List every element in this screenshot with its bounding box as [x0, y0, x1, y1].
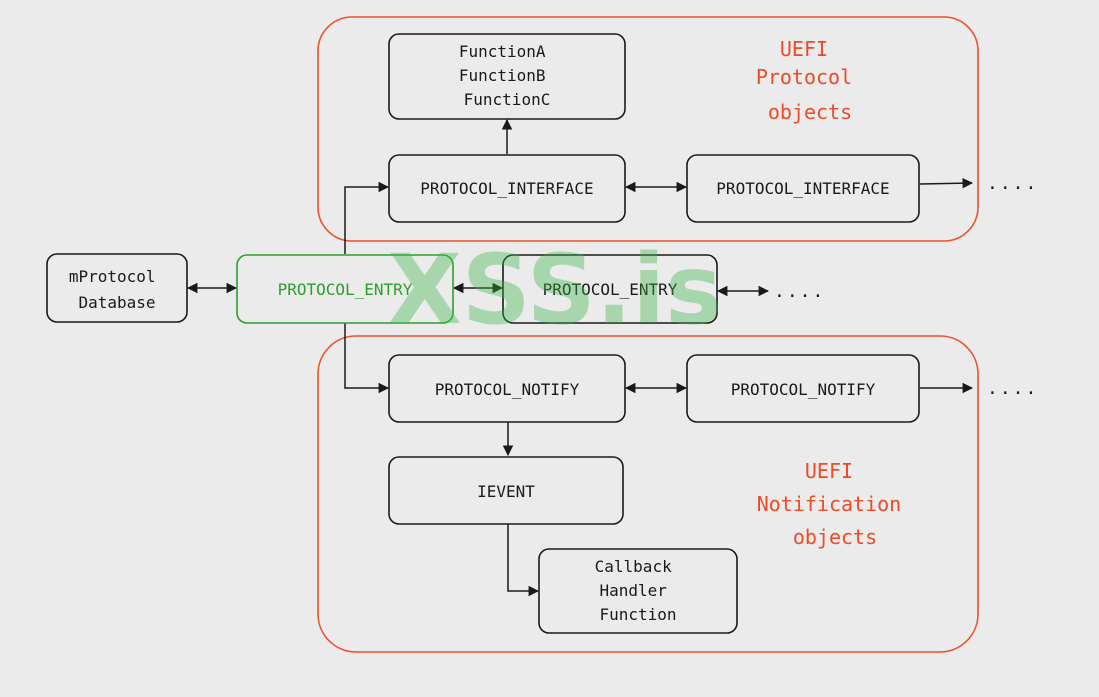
- node-protocol-notify-1-label: PROTOCOL_NOTIFY: [435, 380, 580, 399]
- node-ievent-label: IEVENT: [477, 482, 535, 501]
- node-protocol-interface-1-label: PROTOCOL_INTERFACE: [420, 179, 593, 198]
- node-protocol-interface-1: PROTOCOL_INTERFACE: [388, 154, 626, 223]
- node-protocol-notify-1: PROTOCOL_NOTIFY: [388, 354, 626, 423]
- node-protocol-entry-secondary-label: PROTOCOL_ENTRY: [543, 280, 678, 299]
- continuation-interface: ....: [987, 173, 1038, 194]
- edge-interface-continuation: [919, 177, 974, 189]
- continuation-notify: ....: [987, 378, 1038, 399]
- node-protocol-notify-2: PROTOCOL_NOTIFY: [686, 354, 920, 423]
- group-protocol-objects: UEFI Protocol objects: [317, 16, 979, 242]
- node-protocol-database-label: mProtocol Database: [69, 267, 165, 312]
- node-protocol-database: mProtocol Database: [46, 253, 188, 323]
- node-callback-handler: Callback Handler Function: [538, 548, 738, 634]
- node-protocol-interface-2: PROTOCOL_INTERFACE: [686, 154, 920, 223]
- node-protocol-entry-secondary: PROTOCOL_ENTRY: [502, 254, 718, 324]
- group-notification-objects: UEFI Notification objects: [317, 335, 979, 653]
- edge-entry-notify: [344, 323, 390, 394]
- group-notification-objects-label: UEFI Notification objects: [757, 459, 914, 549]
- node-functions: FunctionA FunctionB FunctionC: [388, 33, 626, 120]
- node-functions-label: FunctionA FunctionB FunctionC: [459, 42, 555, 109]
- node-ievent: IEVENT: [388, 456, 624, 525]
- continuation-entry: ....: [774, 281, 825, 302]
- watermark-text: XSS.is: [388, 234, 723, 346]
- node-protocol-notify-2-label: PROTOCOL_NOTIFY: [731, 380, 876, 399]
- edge-ievent-callback: [507, 524, 540, 597]
- node-protocol-entry-primary: PROTOCOL_ENTRY: [236, 254, 454, 324]
- node-protocol-interface-2-label: PROTOCOL_INTERFACE: [716, 179, 889, 198]
- node-callback-handler-label: Callback Handler Function: [595, 557, 682, 624]
- node-protocol-entry-primary-label: PROTOCOL_ENTRY: [278, 280, 413, 299]
- group-protocol-objects-label: UEFI Protocol objects: [756, 37, 864, 124]
- edge-entry-interface: [344, 181, 390, 254]
- edges: [186, 118, 974, 597]
